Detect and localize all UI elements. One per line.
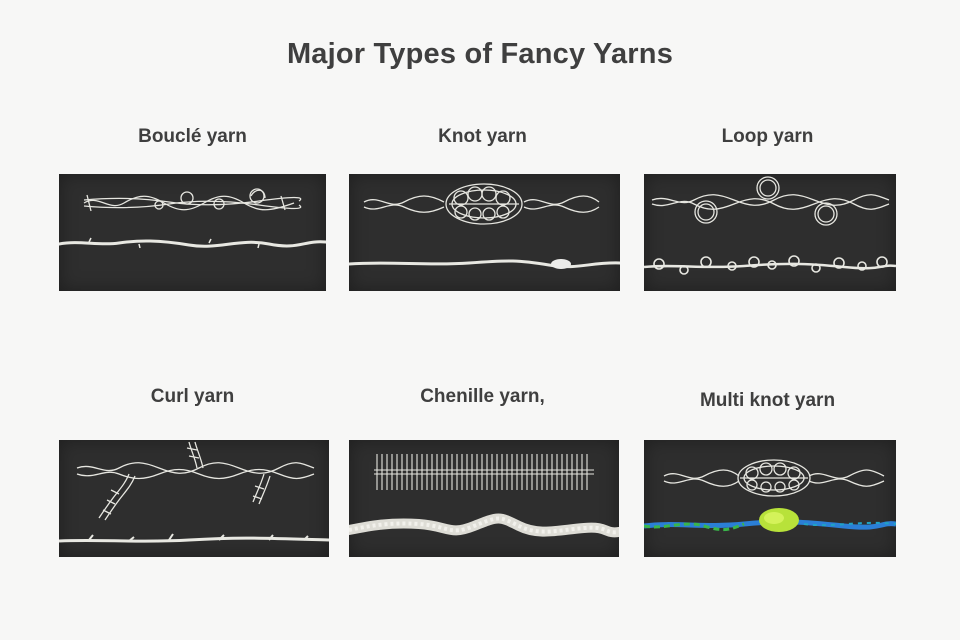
loop-real-loops [653,255,888,275]
chenille-yarn-panel [349,440,619,557]
curl-real-yarn [59,536,329,543]
curl-drawing [76,441,315,521]
chenille-drawing [374,454,594,490]
knot-yarn-label: Knot yarn [438,126,527,147]
boucle-yarn-illustration [59,188,326,249]
curl-yarn-label: Curl yarn [150,386,235,407]
curl-yarn-panel [59,440,329,557]
multi-knot-yarn-panel [644,440,896,557]
curl-yarn-illustration [59,441,329,543]
loop-real-yarn [644,262,896,270]
multi-knot-yarn-illustration [644,459,896,532]
chenille-yarn-label: Chenille yarn, [420,386,545,407]
loop-yarn-label: Loop yarn [721,126,814,147]
knot-drawing [363,183,600,225]
knot-real-yarn [349,259,620,269]
boucle-yarn-panel [59,174,326,291]
multi-knot-drawing [663,459,885,497]
multi-knot-yarn-label: Multi knot yarn [699,390,836,411]
page-title: Major Types of Fancy Yarns [286,38,674,70]
loop-yarn-panel [644,174,896,291]
boucle-real-yarn [59,239,326,248]
knot-yarn-illustration [349,183,620,269]
boucle-drawing [83,188,302,212]
chenille-yarn-illustration [349,454,619,538]
multi-knot-real-yarn-green [644,522,745,532]
knot-real-nub [551,259,571,269]
loop-yarn-illustration [644,176,896,275]
knot-yarn-panel [349,174,620,291]
boucle-yarn-label: Bouclé yarn [138,126,247,147]
loop-drawing [651,176,890,226]
